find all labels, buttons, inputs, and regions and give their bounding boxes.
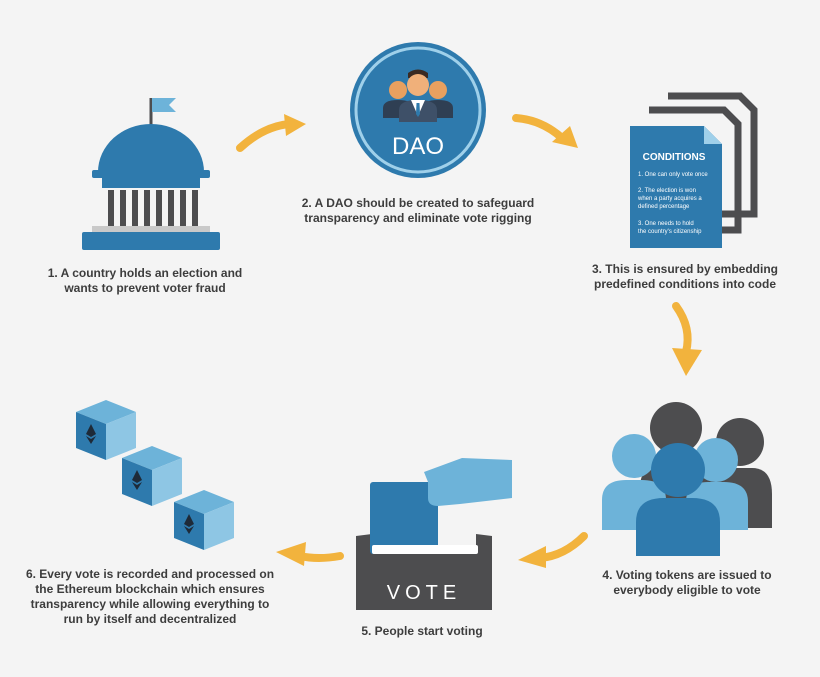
ballot-box-icon: VOTE xyxy=(356,458,512,610)
conditions-title: CONDITIONS xyxy=(643,152,706,163)
ballot-label: VOTE xyxy=(387,582,461,604)
arrow-step3-to-step4 xyxy=(672,302,702,376)
arrow-step4-to-step5 xyxy=(518,532,588,568)
condition-1-line-1: 1. One can only vote once xyxy=(638,172,708,178)
step-6-caption: 6. Every vote is recorded and processed … xyxy=(25,567,275,626)
conditions-document-icon: CONDITIONS 1. One can only vote once 2. … xyxy=(630,92,758,248)
condition-2-line-1: 2. The election is won xyxy=(638,188,696,194)
condition-3-line-2: the country's citizenship xyxy=(638,229,702,235)
step-4-caption: 4. Voting tokens are issued to everybody… xyxy=(602,568,772,597)
ethereum-blocks-icon xyxy=(76,400,234,550)
condition-3-line-1: 3. One needs to hold xyxy=(638,221,694,227)
arrow-step5-to-step6 xyxy=(276,542,344,566)
block-2 xyxy=(122,446,182,506)
voters-group-icon xyxy=(602,402,772,556)
step-1-caption: 1. A country holds an election and wants… xyxy=(47,266,243,295)
dao-label: DAO xyxy=(392,133,444,160)
block-3 xyxy=(174,490,234,550)
arrow-step2-to-step3 xyxy=(512,114,578,148)
condition-2-line-3: defined percentage xyxy=(638,204,690,210)
step-2-caption: 2. A DAO should be created to safeguard … xyxy=(301,196,535,225)
step-5-caption: 5. People start voting xyxy=(361,624,483,638)
capitol-building-icon xyxy=(82,98,220,250)
arrow-step1-to-step2 xyxy=(236,114,306,152)
block-1 xyxy=(76,400,136,460)
step-3-caption: 3. This is ensured by embedding predefin… xyxy=(591,262,779,291)
condition-2-line-2: when a party acquires a xyxy=(637,196,702,202)
dao-group-icon: DAO xyxy=(350,42,486,178)
